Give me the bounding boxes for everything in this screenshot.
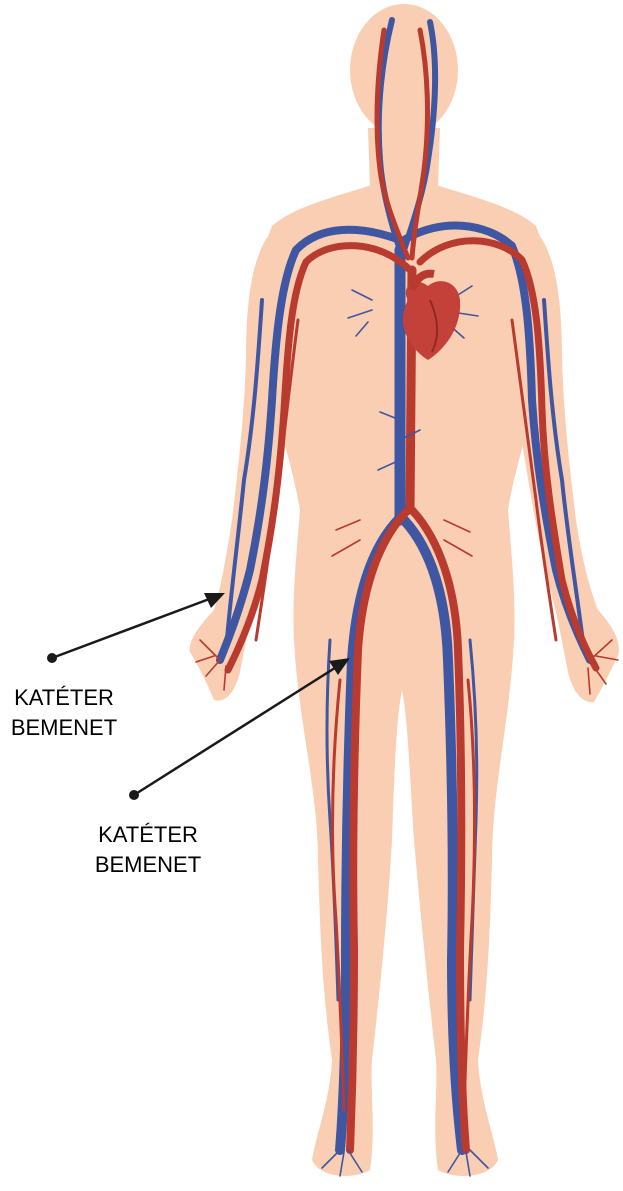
groin-callout-label: KATÉTER BEMENET — [84, 820, 212, 880]
wrist-callout-label: KATÉTER BEMENET — [0, 683, 128, 743]
body-silhouette — [190, 4, 619, 1176]
